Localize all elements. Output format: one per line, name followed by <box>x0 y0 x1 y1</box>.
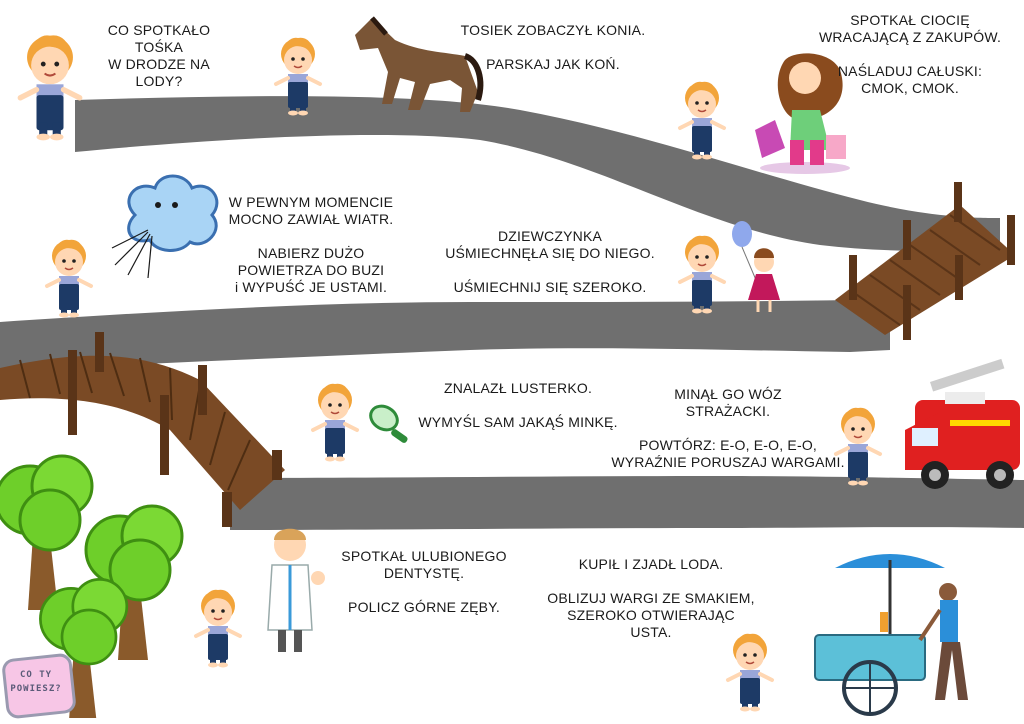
dentist-scene-text: SPOTKAŁ ULUBIONEGO DENTYSTĘ. POLICZ GÓRN… <box>341 548 507 615</box>
girl-scene-text: DZIEWCZYNKA UŚMIECHNĘŁA SIĘ DO NIEGO. UŚ… <box>445 228 655 295</box>
mirror-scene-text: ZNALAZŁ LUSTERKO. WYMYŚL SAM JAKĄŚ MINKĘ… <box>418 380 618 430</box>
ice-cream-cart-icon <box>814 554 968 716</box>
aunt-scene-text: SPOTKAŁ CIOCIĘ WRACAJĄCĄ Z ZAKUPÓW. NAŚL… <box>818 12 1002 96</box>
bridge-icon <box>0 332 285 527</box>
bridge-icon <box>835 182 1015 340</box>
boy-icon <box>45 237 93 320</box>
road-3 <box>230 476 1024 530</box>
tree-icon <box>0 454 94 612</box>
road-2 <box>0 300 890 370</box>
intro-question: CO SPOTKAŁO TOŚKA W DRODZE NA LODY? <box>107 22 211 89</box>
badge-line-1: CO TY <box>19 670 53 680</box>
boy-icon <box>678 79 726 162</box>
fire-truck-icon <box>905 358 1020 489</box>
icecream-scene-text: KUPIŁ I ZJADŁ LODA. OBLIZUJ WARGI ZE SMA… <box>547 556 755 640</box>
wind-cloud-icon <box>111 174 219 279</box>
road-1 <box>75 96 1000 252</box>
girl-with-balloon-icon <box>732 221 780 312</box>
co-ty-powiesz-badge: CO TY POWIESZ? <box>1 652 77 720</box>
wind-scene-text: W PEWNYM MOMENCIE MOCNO ZAWIAŁ WIATR. NA… <box>228 194 394 295</box>
woman-shopping-icon <box>755 53 850 174</box>
mirror-icon <box>369 404 408 443</box>
boy-icon <box>726 631 774 714</box>
boy-icon <box>194 587 242 670</box>
firetruck-scene-text: MINĄŁ GO WÓZ STRAŻACKI. POWTÓRZ: E-O, E-… <box>611 386 845 470</box>
horse-scene-text: TOSIEK ZOBACZYŁ KONIA. PARSKAJ JAK KOŃ. <box>460 22 646 72</box>
horse-icon <box>355 16 484 112</box>
boy-icon <box>20 35 79 140</box>
badge-line-2: POWIESZ? <box>10 684 62 694</box>
boy-icon <box>311 381 359 464</box>
dentist-icon <box>267 528 325 652</box>
